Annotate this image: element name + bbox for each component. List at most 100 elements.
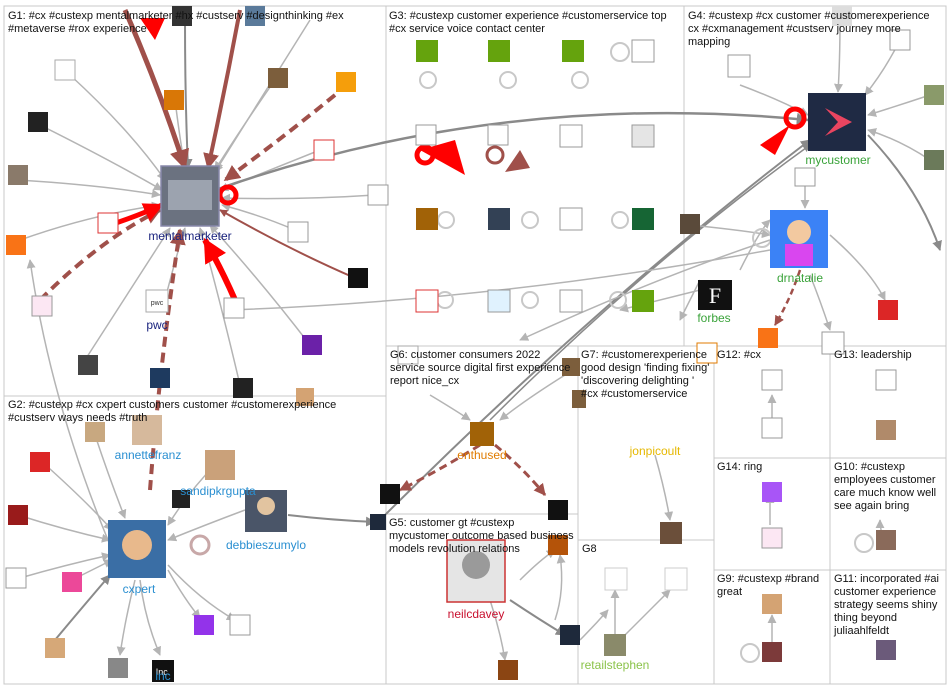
avatar[interactable]: [605, 568, 627, 590]
avatar[interactable]: [150, 368, 170, 388]
avatar[interactable]: [30, 452, 50, 472]
avatar[interactable]: [762, 482, 782, 502]
avatar[interactable]: [8, 505, 28, 525]
avatar[interactable]: [560, 290, 582, 312]
avatar[interactable]: [416, 40, 438, 62]
avatar[interactable]: [632, 290, 654, 312]
avatar[interactable]: [560, 625, 580, 645]
node-label-pwc: pwc: [146, 318, 167, 332]
avatar[interactable]: [62, 572, 82, 592]
avatar[interactable]: [665, 568, 687, 590]
avatar[interactable]: [632, 208, 654, 230]
avatar[interactable]: [348, 268, 368, 288]
node-label-mycustomer: mycustomer: [805, 153, 870, 167]
avatar[interactable]: [368, 185, 388, 205]
avatar[interactable]: [98, 213, 118, 233]
group-label: G14: ring: [717, 461, 762, 473]
avatar[interactable]: [28, 112, 48, 132]
avatar[interactable]: [762, 528, 782, 548]
avatar[interactable]: [416, 290, 438, 312]
group-label: G5: customer gt #custexpmycustomer outco…: [389, 517, 574, 555]
avatar[interactable]: [924, 85, 944, 105]
node-label-debbieszumylo: debbieszumylo: [226, 538, 306, 552]
avatar[interactable]: [758, 328, 778, 348]
avatar[interactable]: [562, 40, 584, 62]
avatar[interactable]: [55, 60, 75, 80]
avatar[interactable]: [288, 222, 308, 242]
node-label-retailstephen: retailstephen: [581, 658, 650, 672]
avatar[interactable]: [6, 235, 26, 255]
node-label-mentalmarketer: mentalmarketer: [148, 229, 231, 243]
avatar[interactable]: [164, 90, 184, 110]
node-label-annettefranz: annettefranz: [115, 448, 182, 462]
avatar[interactable]: [488, 208, 510, 230]
avatar[interactable]: [762, 418, 782, 438]
avatar[interactable]: [6, 568, 26, 588]
group-label: G8: [582, 543, 597, 555]
avatar[interactable]: [924, 150, 944, 170]
avatar[interactable]: [302, 335, 322, 355]
avatar[interactable]: [808, 93, 866, 151]
avatar[interactable]: [108, 520, 166, 578]
avatar[interactable]: [876, 420, 896, 440]
avatar[interactable]: [45, 638, 65, 658]
avatar[interactable]: [488, 125, 508, 145]
group-label: G3: #custexp customer experience #custom…: [389, 10, 667, 35]
avatar[interactable]: [548, 500, 568, 520]
avatar[interactable]: [416, 125, 436, 145]
avatar[interactable]: [8, 165, 28, 185]
avatar[interactable]: [498, 660, 518, 680]
node-label-forbes: forbes: [697, 311, 730, 325]
avatar[interactable]: [380, 484, 400, 504]
avatar[interactable]: [762, 594, 782, 614]
avatar[interactable]: [230, 615, 250, 635]
avatar[interactable]: [488, 290, 510, 312]
forbes-logo: F: [709, 283, 721, 308]
avatar[interactable]: [205, 450, 235, 480]
avatar[interactable]: [470, 422, 494, 446]
avatar[interactable]: [876, 640, 896, 660]
avatar[interactable]: [78, 355, 98, 375]
avatar[interactable]: [560, 208, 582, 230]
avatar[interactable]: [336, 72, 356, 92]
avatar[interactable]: [795, 168, 815, 186]
avatar[interactable]: pwc: [146, 290, 168, 312]
node-label-enthused: enthused: [457, 448, 506, 462]
avatar[interactable]: [770, 210, 828, 268]
avatar[interactable]: [161, 166, 219, 226]
svg-text:pwc: pwc: [151, 300, 164, 307]
avatar[interactable]: [762, 642, 782, 662]
avatar[interactable]: F: [698, 280, 732, 310]
avatar[interactable]: [85, 422, 105, 442]
avatar[interactable]: [604, 634, 626, 656]
avatar[interactable]: [878, 300, 898, 320]
avatar[interactable]: [268, 68, 288, 88]
avatar[interactable]: [762, 370, 782, 390]
avatar[interactable]: [660, 522, 682, 544]
group-label: G2: #custexp #cx cxpert customers custom…: [8, 399, 336, 424]
avatar[interactable]: [680, 214, 700, 234]
avatar[interactable]: [416, 208, 438, 230]
avatar[interactable]: [632, 40, 654, 62]
avatar[interactable]: [233, 378, 253, 398]
avatar[interactable]: [488, 40, 510, 62]
avatar[interactable]: [728, 55, 750, 77]
group-label: G7: #customerexperiencegood design 'find…: [581, 349, 709, 400]
avatar[interactable]: [194, 615, 214, 635]
group-label: G13: leadership: [834, 349, 912, 361]
group-label: G10: #custexpemployees customercare much…: [834, 461, 936, 512]
avatar[interactable]: [632, 125, 654, 147]
node-label-inc: inc: [155, 669, 170, 683]
avatar[interactable]: [876, 530, 896, 550]
avatar[interactable]: [560, 125, 582, 147]
node-label-drnatalie: drnatalie: [777, 271, 823, 285]
node-label-sandipkrgupta: sandipkrgupta: [180, 484, 256, 498]
avatar[interactable]: [108, 658, 128, 678]
avatar[interactable]: [314, 140, 334, 160]
avatar[interactable]: [32, 296, 52, 316]
avatar[interactable]: [224, 298, 244, 318]
avatar[interactable]: [370, 514, 386, 530]
avatar[interactable]: [876, 370, 896, 390]
